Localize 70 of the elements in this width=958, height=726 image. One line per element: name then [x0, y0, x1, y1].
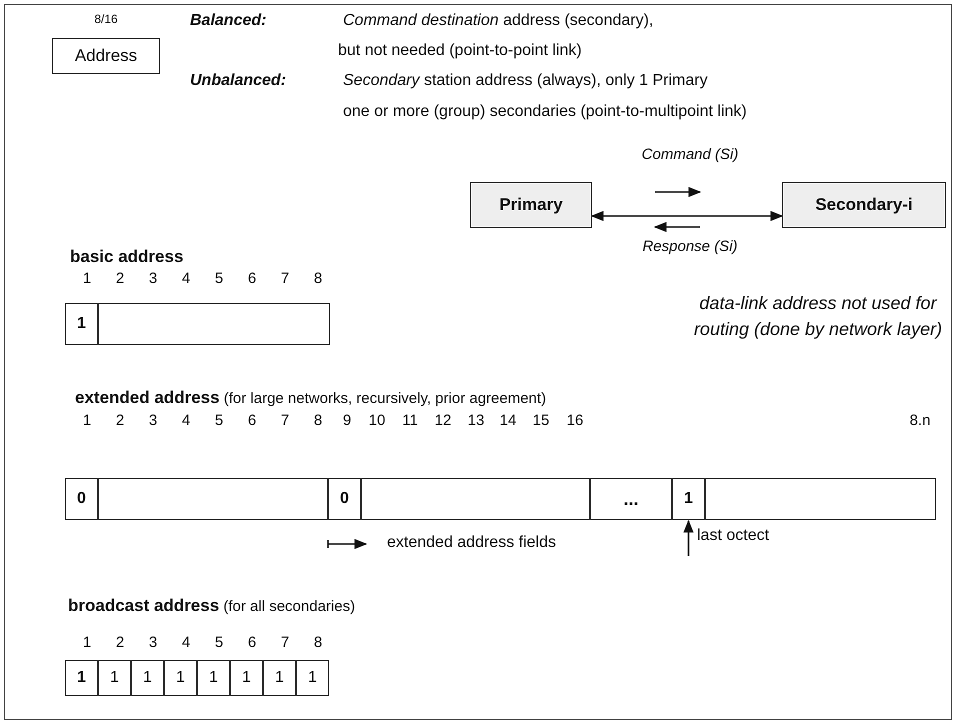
note-text: data-link address not used for routing (done by network layer) — [693, 292, 943, 342]
description-text: Command destination address (secondary), — [343, 12, 654, 30]
annotation-text: extended address fields — [387, 534, 556, 552]
bit-number: 4 — [182, 412, 190, 429]
field-cell — [705, 478, 936, 520]
bit-number: 2 — [116, 634, 124, 651]
bit-number: 16 — [566, 412, 584, 429]
field-cell — [98, 303, 330, 345]
bit-cell: 1 — [65, 660, 98, 696]
bit-number: 13 — [468, 412, 484, 429]
mode-label: Unbalanced: — [190, 72, 286, 90]
bit-number: 7 — [280, 412, 290, 429]
section-heading: extended address (for large networks, recursively, prior agreement) — [75, 388, 546, 408]
bit-number: 8.n — [910, 412, 930, 429]
bit-cell: 1 — [98, 660, 131, 696]
address-box: Address — [52, 38, 160, 74]
bit-number: 12 — [434, 412, 452, 429]
bit-cell: 1 — [230, 660, 263, 696]
bit-cell: 1 — [131, 660, 164, 696]
bit-number: 10 — [368, 412, 386, 429]
field-cell — [98, 478, 328, 520]
message-label: Response (Si) — [642, 238, 738, 255]
bit-cell: 0 — [328, 478, 361, 520]
section-heading: basic address — [70, 247, 184, 267]
arrow — [590, 210, 784, 222]
bit-number: 3 — [148, 270, 158, 287]
description-text: one or more (group) secondaries (point-to-multipoint link) — [343, 103, 747, 121]
bit-number: 1 — [82, 412, 92, 429]
bit-number: 14 — [500, 412, 516, 429]
bit-number: 5 — [214, 270, 224, 287]
description-text: but not needed (point-to-point link) — [338, 42, 582, 60]
bit-number: 5 — [214, 412, 224, 429]
bit-cell: 1 — [164, 660, 197, 696]
bit-number: 1 — [82, 270, 92, 287]
bit-number: 6 — [248, 270, 256, 287]
bit-cell: 1 — [263, 660, 296, 696]
description-text: Secondary station address (always), only 1 Primary — [343, 72, 708, 90]
bit-number: 6 — [248, 412, 256, 429]
bit-number: 1 — [82, 634, 92, 651]
station-box: Secondary-i — [782, 182, 946, 228]
bit-number: 4 — [182, 634, 190, 651]
section-heading: broadcast address (for all secondaries) — [68, 596, 356, 616]
bit-number: 2 — [116, 270, 124, 287]
bit-number: 4 — [182, 270, 190, 287]
bit-number: 9 — [342, 412, 352, 429]
field-cell — [361, 478, 590, 520]
bit-number: 3 — [148, 412, 158, 429]
bit-cell: 0 — [65, 478, 98, 520]
mode-label: Balanced: — [190, 12, 266, 30]
bit-cell: 1 — [672, 478, 705, 520]
bit-number: 8 — [314, 412, 322, 429]
bit-number: 11 — [402, 412, 418, 429]
message-label: Command (Si) — [642, 146, 738, 163]
leader-arrow — [683, 520, 694, 556]
bit-number: 15 — [532, 412, 550, 429]
ellipsis-cell: ... — [590, 478, 672, 520]
annotation-text: last octect — [697, 525, 807, 547]
station-box: Primary — [470, 182, 592, 228]
bit-number: 7 — [280, 634, 290, 651]
bit-number: 3 — [148, 634, 158, 651]
bit-number: 2 — [116, 412, 124, 429]
size-note: 8/16 — [94, 12, 118, 26]
bit-number: 8 — [314, 270, 322, 287]
bit-cell: 1 — [296, 660, 329, 696]
bit-cell: 1 — [197, 660, 230, 696]
bit-number: 5 — [214, 634, 224, 651]
bit-number: 6 — [248, 634, 256, 651]
bit-number: 7 — [280, 270, 290, 287]
bit-cell: 1 — [65, 303, 98, 345]
bit-number: 8 — [314, 634, 322, 651]
